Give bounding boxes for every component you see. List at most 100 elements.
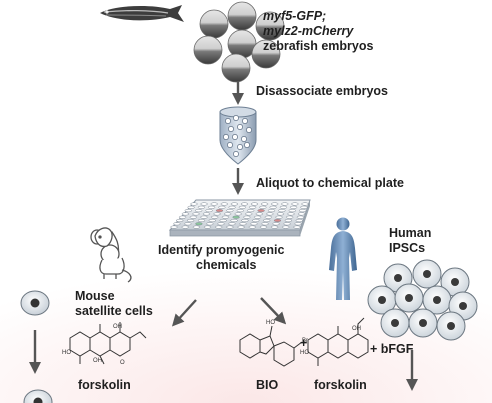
genotype-line-3: zebrafish embryos — [263, 39, 374, 53]
plate-well — [215, 209, 224, 213]
plate-well — [267, 209, 276, 213]
plate-well — [250, 202, 259, 206]
well-plate-icon — [168, 199, 311, 237]
plate-well — [228, 205, 236, 209]
plate-well — [226, 225, 234, 229]
plate-well — [272, 222, 280, 226]
satellite-cell-icon-bottom — [23, 389, 53, 403]
plate-well — [184, 222, 192, 226]
tube-icon — [219, 106, 257, 165]
human-label-line-2: IPSCs — [389, 241, 426, 255]
plate-well — [200, 202, 208, 206]
plate-well — [257, 209, 265, 213]
svg-text:HO: HO — [266, 320, 275, 326]
forskolin-structure-right: OH HO — [300, 317, 369, 366]
plate-well — [238, 205, 247, 209]
plate-well — [278, 209, 286, 213]
mouse-icon — [90, 227, 132, 283]
plate-well — [178, 215, 187, 219]
plate-well — [266, 212, 274, 216]
forskolin-label-left: forskolin — [78, 378, 131, 392]
plate-well — [195, 222, 203, 226]
plate-well — [294, 222, 302, 226]
plate-well — [192, 212, 200, 216]
plate-well — [221, 215, 230, 219]
plate-well — [206, 222, 214, 226]
plate-well — [208, 218, 216, 223]
plate-well — [226, 209, 234, 213]
plate-well — [210, 202, 218, 206]
plate-well — [237, 225, 245, 229]
svg-text:OH: OH — [93, 358, 102, 364]
plate-well — [176, 218, 184, 223]
plate-well — [245, 212, 253, 216]
plus-sign: + — [300, 336, 308, 350]
step-identify-line-1: Identify promyogenic — [158, 243, 285, 257]
plate-well — [284, 218, 293, 223]
bio-label: BIO — [256, 378, 279, 392]
plate-well — [282, 225, 290, 229]
plate-well — [200, 215, 208, 219]
plate-well — [297, 212, 306, 216]
plate-well — [301, 202, 309, 206]
plate-well — [276, 212, 285, 216]
genotype-line-1: myf5-GFP; — [263, 9, 327, 23]
plate-well — [219, 218, 227, 223]
embryo-cluster-icon — [193, 1, 285, 83]
svg-text:OH: OH — [352, 326, 361, 332]
mouse-label-line-1: Mouse — [75, 289, 115, 303]
plate-well — [239, 222, 247, 226]
plate-well — [248, 225, 256, 229]
background-glow — [0, 225, 492, 403]
bfgf-label: + bFGF — [370, 342, 414, 356]
plate-well — [202, 212, 211, 216]
step-aliquot: Aliquot to chemical plate — [256, 176, 404, 190]
plate-well — [234, 212, 242, 216]
plate-well — [205, 209, 213, 213]
svg-text:Br: Br — [302, 338, 308, 344]
plate-well — [270, 225, 279, 229]
plate-well — [281, 202, 289, 206]
human-icon — [329, 217, 357, 300]
plate-well — [253, 215, 262, 219]
plate-well — [230, 218, 238, 223]
step-disassociate: Disassociate embryos — [256, 84, 389, 98]
plate-well — [218, 205, 226, 209]
plate-well — [264, 215, 272, 219]
plate-well — [184, 209, 192, 213]
plate-well — [240, 202, 249, 206]
plate-well — [181, 225, 189, 229]
plate-well — [289, 205, 298, 209]
plate-well — [279, 205, 288, 209]
human-label-line-1: Human — [389, 226, 432, 240]
plate-well — [241, 218, 249, 223]
forskolin-label-right: forskolin — [314, 378, 367, 392]
svg-text:HO: HO — [62, 350, 71, 356]
plate-well — [275, 215, 283, 219]
plate-well — [207, 205, 216, 209]
ipsc-nuclei — [378, 270, 467, 330]
plate-well — [250, 222, 258, 226]
plate-well — [197, 205, 206, 209]
plate-well — [248, 205, 257, 209]
svg-text:O: O — [120, 360, 125, 366]
plate-well — [255, 212, 263, 216]
satellite-cell-icon-top — [20, 290, 50, 316]
plate-well — [228, 222, 236, 226]
plate-well — [261, 222, 269, 226]
plate-well — [220, 202, 228, 206]
plate-well — [243, 215, 251, 219]
plate-well — [283, 222, 291, 226]
plate-well — [286, 215, 294, 219]
plate-well — [213, 212, 221, 216]
plate-well — [252, 218, 260, 223]
forskolin-structure-left: OH O OH HO — [62, 322, 147, 366]
plate-well — [189, 215, 197, 219]
plate-well — [288, 209, 296, 213]
plate-well — [273, 218, 282, 223]
plate-well — [287, 212, 295, 216]
plate-well — [259, 205, 267, 209]
svg-text:OH: OH — [113, 324, 122, 330]
